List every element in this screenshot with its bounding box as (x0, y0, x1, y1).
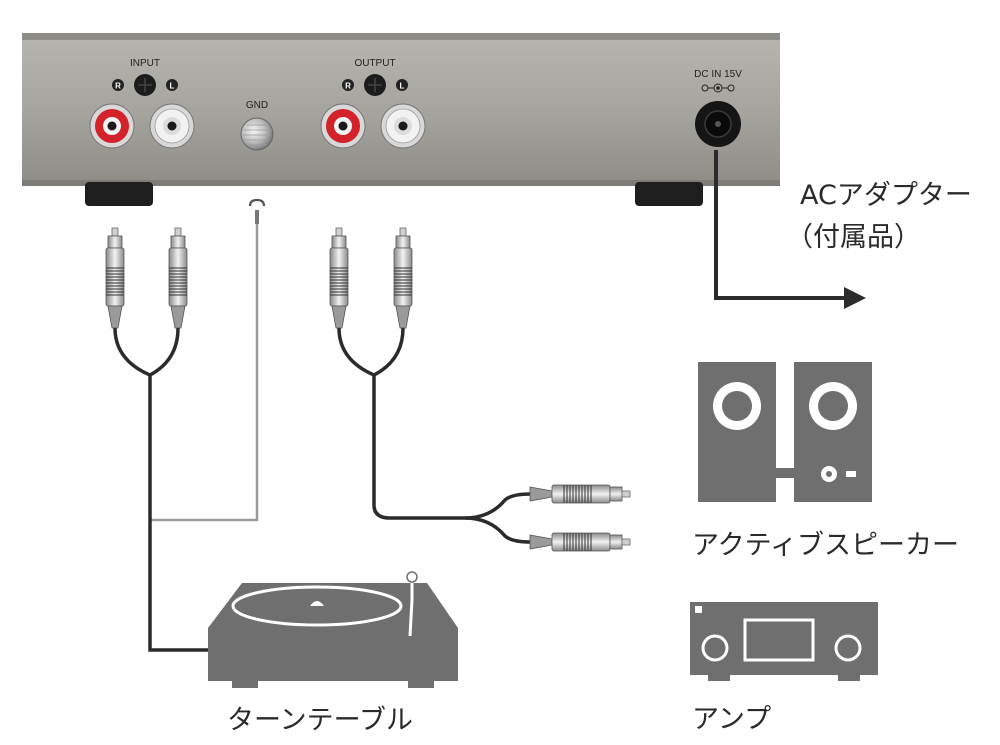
svg-text:R: R (345, 82, 351, 91)
output-right-marker: R (342, 79, 354, 91)
left-foot (85, 182, 153, 206)
input-right-marker: R (112, 79, 124, 91)
turntable-label: ターンテーブル (227, 705, 413, 736)
ground-wire (150, 198, 266, 522)
turntable-icon (208, 571, 458, 688)
dc-in-label: DC IN 15V (694, 69, 742, 80)
arrow-right-icon (844, 287, 866, 309)
input-screw-icon (134, 74, 156, 96)
output-l-jack[interactable] (380, 103, 426, 149)
ac-adapter-label: ACアダプター (800, 180, 972, 211)
device-rear-panel: INPUT R L GND (22, 33, 780, 206)
chassis-bottom-lip (22, 180, 780, 186)
output-left-marker: L (396, 79, 408, 91)
output-label: OUTPUT (354, 58, 395, 69)
gnd-terminal-knob[interactable] (240, 117, 274, 151)
input-label: INPUT (130, 58, 160, 69)
chassis-top-lip (22, 33, 780, 41)
active-speaker-label: アクティブスピーカー (692, 530, 959, 561)
svg-text:L: L (170, 82, 175, 91)
output-cable (329, 227, 631, 552)
gnd-label: GND (246, 100, 268, 111)
dc-polarity-icon (701, 83, 735, 93)
output-r-jack[interactable] (320, 103, 366, 149)
dc-in-jack[interactable] (695, 101, 741, 147)
input-l-jack[interactable] (149, 103, 195, 149)
output-screw-icon (364, 74, 386, 96)
ac-adapter-note: （付属品） (786, 222, 921, 253)
input-cable (105, 227, 212, 652)
amp-label: アンプ (692, 704, 771, 735)
svg-text:L: L (400, 82, 405, 91)
active-speakers-icon (698, 362, 872, 502)
amplifier-icon (690, 602, 878, 681)
svg-text:R: R (115, 82, 121, 91)
input-r-jack[interactable] (89, 103, 135, 149)
ac-adapter-cable (714, 150, 866, 309)
right-foot (635, 182, 703, 206)
input-left-marker: L (166, 79, 178, 91)
